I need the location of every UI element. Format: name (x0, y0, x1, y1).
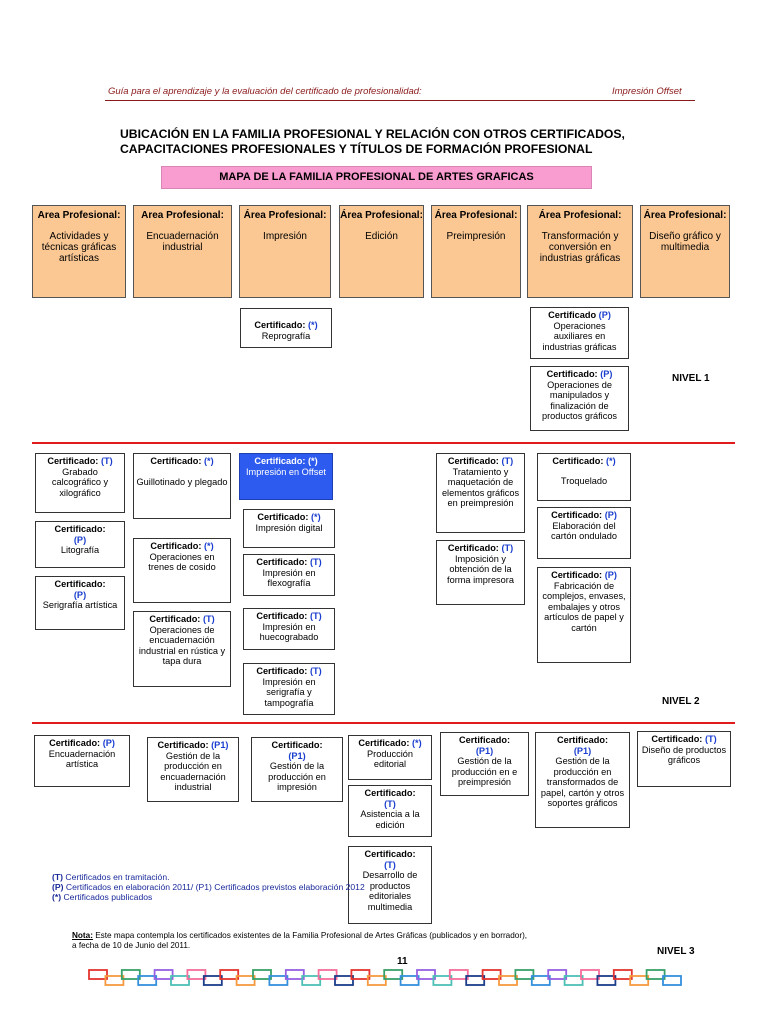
cert-box: Certificado: (*) Guillotinado y plegado (133, 453, 231, 519)
chain-link (662, 975, 682, 986)
chain-link (547, 969, 568, 980)
cert-box: Certificado: (T) Diseño de productos grá… (637, 731, 731, 787)
chain-link (432, 975, 453, 986)
chain-link (170, 975, 190, 986)
cert-box: Certificado: (T) Desarrollo de productos… (348, 846, 432, 924)
cert-box: Certificado: (P1) Gestión de la producci… (147, 737, 239, 802)
cert-box: Certificado: (P1) Gestión de la producci… (251, 737, 343, 802)
area-box: Area Profesional: Encuadernación industr… (133, 205, 232, 298)
level-1-label: NIVEL 1 (672, 373, 710, 384)
page-title: UBICACIÓN EN LA FAMILIA PROFESIONAL Y RE… (120, 127, 625, 156)
chain-link (645, 969, 666, 980)
chain-link (366, 975, 387, 986)
chain-link (498, 975, 518, 986)
cert-box: Certificado: (*) Operaciones en trenes d… (133, 538, 231, 603)
cert-box: Certificado: (*) Producción editorial (348, 735, 432, 780)
header-certificate-name: Impresión Offset (612, 86, 682, 97)
header-guide-title: Guía para el aprendizaje y la evaluación… (108, 86, 422, 97)
chain-link (629, 975, 650, 986)
chain-link (153, 969, 174, 980)
cert-box: Certificado: (T) Grabado calcográfico y … (35, 453, 125, 513)
level-3-label: NIVEL 3 (657, 946, 695, 957)
chain-link (612, 969, 633, 980)
cert-box: Certificado: (T) Tratamiento y maquetaci… (436, 453, 525, 533)
cert-box: Certificado: (T) Imposición y obtención … (436, 540, 525, 605)
area-box: Area Profesional: Actividades y técnicas… (32, 205, 126, 298)
chain-link (563, 975, 584, 986)
chain-link (186, 969, 207, 980)
cert-box: Certificado: (P) Encuadernación artístic… (34, 735, 130, 787)
area-box: Área Profesional: Diseño gráfico y multi… (640, 205, 730, 298)
cert-box: Certificado: (P) Fabricación de complejo… (537, 567, 631, 663)
chain-link (416, 969, 436, 980)
chain-link (530, 975, 551, 986)
area-box: Área Profesional: Edición (339, 205, 424, 298)
area-box: Área Profesional: Impresión (239, 205, 331, 298)
cert-box: Certificado: (T) Operaciones de encuader… (133, 611, 231, 687)
level-2-label: NIVEL 2 (662, 696, 700, 707)
chain-link (448, 969, 469, 980)
cert-box: Certificado: (P) Litografía (35, 521, 125, 568)
chain-link (284, 969, 305, 980)
page-number: 11 (397, 956, 408, 967)
cert-box: Certificado: (T) Asistencia a la edición (348, 785, 432, 837)
chain-link (268, 975, 289, 986)
cert-box: Certificado: (*) Troquelado (537, 453, 631, 501)
footnote: Nota: Este mapa contempla los certificad… (72, 931, 528, 950)
level-divider (32, 442, 735, 444)
chain-link (350, 969, 371, 980)
cert-box: Certificado: (P) Serigrafía artística (35, 576, 125, 630)
header-divider (105, 100, 695, 101)
area-box: Área Profesional: Preimpresión (431, 205, 521, 298)
chain-link (334, 975, 354, 986)
chain-link (514, 969, 535, 980)
cert-box: Certificado: (*) Reprografía (240, 308, 332, 348)
decorative-chain-border (88, 969, 682, 986)
chain-link (465, 975, 486, 986)
cert-box: Certificado: (P) Elaboración del cartón … (537, 507, 631, 559)
chain-link (383, 969, 404, 980)
chain-link (137, 975, 158, 986)
cert-box: Certificado: (T) Impresión en serigrafía… (243, 663, 335, 715)
chain-link (219, 969, 240, 980)
chain-link (104, 975, 125, 986)
cert-box-highlighted: Certificado: (*) Impresión en Offset (239, 453, 333, 500)
cert-box: Certificado: (P1) Gestión de la producci… (440, 732, 529, 796)
chain-link (596, 975, 617, 986)
chain-link (252, 969, 272, 980)
cert-box: Certificado: (T) Impresión en flexografí… (243, 554, 335, 596)
legend: (T) Certificados en tramitación. (P) Cer… (52, 872, 365, 902)
chain-link (317, 969, 338, 980)
cert-box: Certificado: (T) Impresión en huecograba… (243, 608, 335, 650)
area-box: Área Profesional: Transformación y conve… (527, 205, 633, 298)
chain-link (399, 975, 420, 986)
cert-box: Certificado: (P) Operaciones de manipula… (530, 366, 629, 431)
chain-link (120, 969, 141, 980)
level-divider (32, 722, 735, 724)
chain-link (202, 975, 223, 986)
chain-link (301, 975, 322, 986)
chain-link (88, 969, 108, 980)
map-banner: MAPA DE LA FAMILIA PROFESIONAL DE ARTES … (161, 166, 592, 189)
cert-box: Certificado: (P1) Gestión de la producci… (535, 732, 630, 828)
cert-box: Certificado: (*) Impresión digital (243, 509, 335, 548)
chain-link (580, 969, 600, 980)
cert-box: Certificado (P) Operaciones auxiliares e… (530, 307, 629, 359)
chain-link (481, 969, 502, 980)
chain-link (235, 975, 256, 986)
